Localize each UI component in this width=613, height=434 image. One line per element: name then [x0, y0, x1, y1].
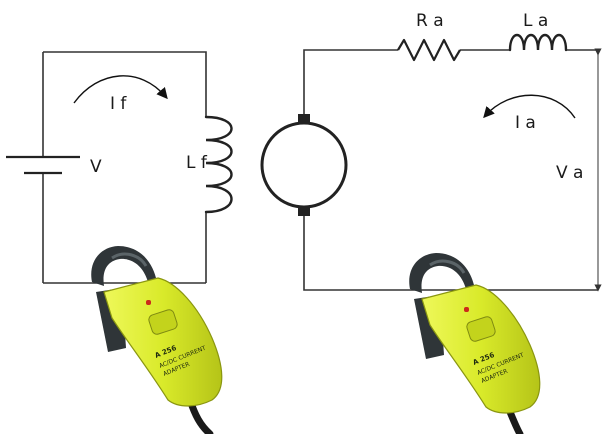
current-clamp-icon: A 256 AC/DC CURRENT ADAPTER: [409, 253, 541, 434]
armature-wire-left-upper: [303, 49, 398, 118]
armature-current-arrow: [483, 94, 576, 119]
field-circuit: I f V L f: [6, 51, 233, 284]
battery-icon: [6, 155, 80, 175]
field-coil-icon: [204, 115, 233, 214]
armature-wire-left-lower: [303, 212, 598, 291]
source-voltage-label: V: [90, 157, 102, 177]
armature-circuit: R a L a I a V a: [260, 11, 602, 292]
field-inductance-label: L f: [186, 153, 208, 173]
field-current-label: I f: [110, 94, 127, 114]
field-wire-top: [43, 51, 207, 117]
armature-inductor-icon: [508, 33, 568, 52]
armature-current-label: I a: [515, 113, 536, 133]
armature-resistance-label: R a: [416, 11, 444, 31]
armature-inductance-label: L a: [523, 11, 548, 31]
current-clamp-icon: A 256 AC/DC CURRENT ADAPTER: [91, 246, 223, 434]
armature-voltage-label: V a: [556, 163, 583, 183]
armature-resistor-icon: [397, 38, 461, 62]
field-current-arrow: [73, 75, 168, 104]
dc-motor-icon: [260, 114, 348, 216]
